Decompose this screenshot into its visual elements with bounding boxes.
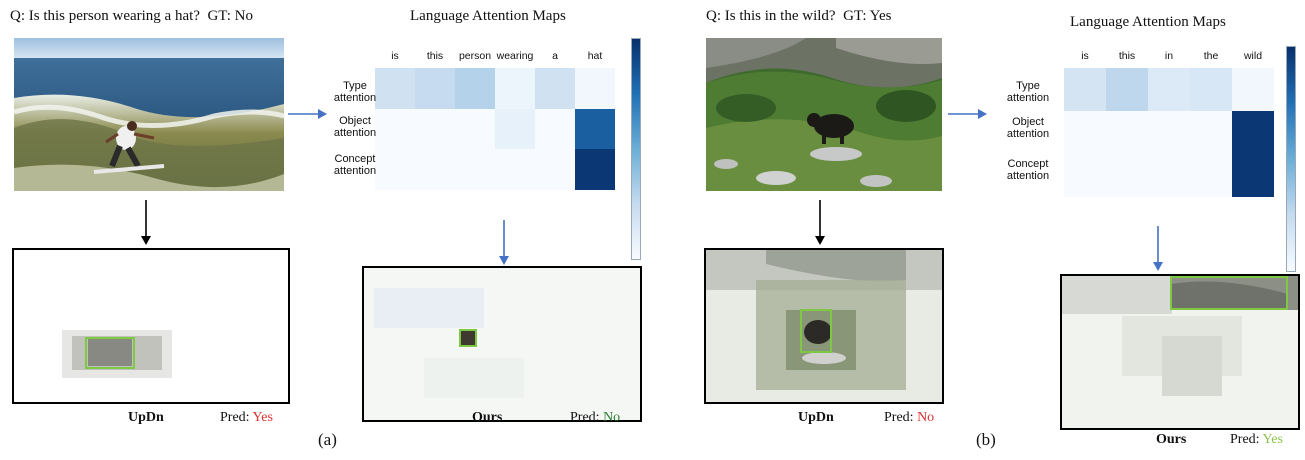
panel-label-b: (b)	[976, 430, 996, 449]
attention-heatmap-a: is this person wearing a hat	[375, 50, 615, 191]
question-text-a: Q: Is this person wearing a hat?	[10, 8, 200, 24]
heatmap-cell	[455, 108, 495, 150]
method-label: UpDn	[128, 410, 164, 425]
right-arrow-a	[288, 109, 327, 119]
method-label: Ours	[1156, 432, 1187, 447]
heatmap-word: person	[458, 50, 492, 62]
method-label: Ours	[472, 410, 503, 425]
pred-label: Pred:	[1230, 432, 1260, 447]
pred-label: Pred:	[884, 410, 914, 425]
heatmap-cell	[375, 149, 415, 191]
pred-value: No	[917, 410, 935, 425]
heatmap-cell	[1064, 154, 1106, 197]
heatmap-word: the	[1203, 50, 1219, 62]
surfer-photo	[14, 38, 284, 191]
heatmap-word: wild	[1243, 50, 1263, 62]
panel-label-a: (a)	[318, 430, 337, 449]
ground-truth-b: GT: Yes	[843, 8, 892, 24]
heatmap-cell	[415, 149, 455, 191]
heatmap-cell	[535, 149, 575, 191]
down-arrow-b-left	[815, 200, 825, 245]
heatmap-cell	[1106, 68, 1148, 111]
caption-a-right: Ours	[472, 410, 502, 426]
pred-b-left: Pred: No	[884, 410, 934, 426]
heatmap-word: hat	[587, 50, 603, 62]
down-arrow-a-right	[499, 220, 509, 265]
heatmap-cell	[1190, 111, 1232, 154]
heatmap-cell	[575, 68, 615, 109]
heatmap-cell	[575, 108, 615, 150]
heatmap-cell	[1064, 111, 1106, 154]
heatmap-cell	[1064, 68, 1106, 111]
result-ours-b	[1060, 274, 1300, 430]
heatmap-cell	[495, 68, 535, 109]
heatmap-cell	[1190, 154, 1232, 197]
pred-a-left: Pred: Yes	[220, 410, 273, 426]
colorbar-b	[1286, 46, 1296, 272]
heatmap-cell	[1148, 68, 1190, 111]
pred-label: Pred:	[570, 410, 600, 425]
pred-a-right: Pred: No	[570, 410, 620, 426]
heatmap-cell	[495, 149, 535, 191]
heatmap-cell	[1148, 111, 1190, 154]
result-updn-a	[12, 248, 290, 404]
result-updn-b	[704, 248, 944, 404]
pred-b-right: Pred: Yes	[1230, 432, 1283, 448]
heatmap-cell	[535, 68, 575, 109]
heatmap-cell	[1190, 68, 1232, 111]
heatmap-word: in	[1164, 50, 1174, 62]
heatmap-cell	[1232, 68, 1274, 111]
heatmap-cell	[415, 108, 455, 150]
down-arrow-b-right	[1153, 226, 1163, 271]
heatmap-cell	[375, 108, 415, 150]
ground-truth-a: GT: No	[207, 8, 253, 24]
colorbar-a	[631, 38, 641, 260]
heatmap-word: is	[391, 50, 399, 62]
pred-value: Yes	[1262, 432, 1283, 447]
right-arrow-b	[948, 109, 987, 119]
caption-b-right: Ours	[1156, 432, 1186, 448]
heatmap-cell	[375, 68, 415, 109]
heatmap-cell	[455, 68, 495, 109]
heatmap-cell	[1148, 154, 1190, 197]
question-b: Q: Is this in the wild? GT: Yes	[706, 8, 892, 25]
question-text-b: Q: Is this in the wild?	[706, 8, 836, 24]
method-label: UpDn	[798, 410, 834, 425]
heatmap-cell	[1106, 111, 1148, 154]
heatmap-word: this	[426, 50, 444, 62]
heatmap-cell	[415, 68, 455, 109]
pred-value: No	[603, 410, 621, 425]
caption-a-left: UpDn	[128, 410, 164, 426]
down-arrow-a-left	[141, 200, 151, 245]
heatmap-cell	[1232, 111, 1274, 154]
result-ours-a	[362, 266, 642, 422]
bear-photo	[706, 38, 942, 191]
heatmap-cell	[575, 149, 615, 191]
map-title-b: Language Attention Maps	[1070, 14, 1226, 30]
heatmap-cell	[455, 149, 495, 191]
heatmap-word: wearing	[496, 50, 534, 62]
pred-value: Yes	[252, 410, 273, 425]
heatmap-cell	[535, 108, 575, 150]
caption-b-left: UpDn	[798, 410, 834, 426]
heatmap-cell	[495, 108, 535, 150]
map-title-a: Language Attention Maps	[410, 8, 566, 24]
pred-label: Pred:	[220, 410, 250, 425]
heatmap-word: a	[552, 50, 558, 62]
question-a: Q: Is this person wearing a hat? GT: No	[10, 8, 253, 25]
heatmap-word: this	[1118, 50, 1136, 62]
attention-heatmap-b: is this in the wild	[1064, 50, 1274, 197]
heatmap-cell	[1106, 154, 1148, 197]
heatmap-word: is	[1081, 50, 1089, 62]
heatmap-cell	[1232, 154, 1274, 197]
